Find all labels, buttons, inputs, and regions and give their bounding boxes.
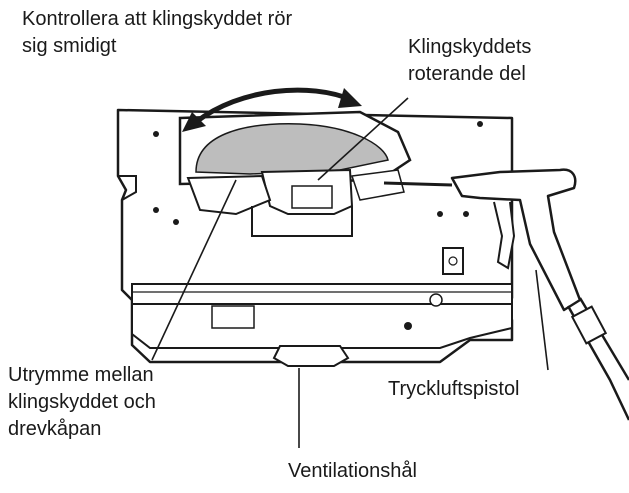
base-rail [131, 283, 513, 305]
label-guard-check: Kontrollera att klingskyddet rör sig smi… [22, 8, 293, 57]
air-gun-trigger [493, 201, 516, 270]
label-air-gun: Tryckluftspistol [388, 378, 520, 400]
label-vent: Ventilationshål [288, 460, 417, 482]
air-gun-body [450, 168, 582, 312]
label-gap: Utrymme mellan klingskyddet och drevkåpa… [8, 364, 156, 440]
left-notch [118, 175, 137, 201]
blade-guard-rotating [195, 123, 389, 175]
leader-air-gun [535, 269, 549, 371]
air-gun-nozzle [383, 181, 453, 187]
leader-guard-rotating [317, 97, 409, 181]
rotation-arrow [194, 87, 353, 124]
leader-gap [151, 179, 237, 361]
base-slot [211, 305, 255, 329]
label-guard-rotating: Klingskyddets roterande del [408, 36, 532, 85]
vent-piece [272, 345, 350, 367]
base-screw [429, 293, 443, 307]
base-lower [131, 303, 513, 349]
